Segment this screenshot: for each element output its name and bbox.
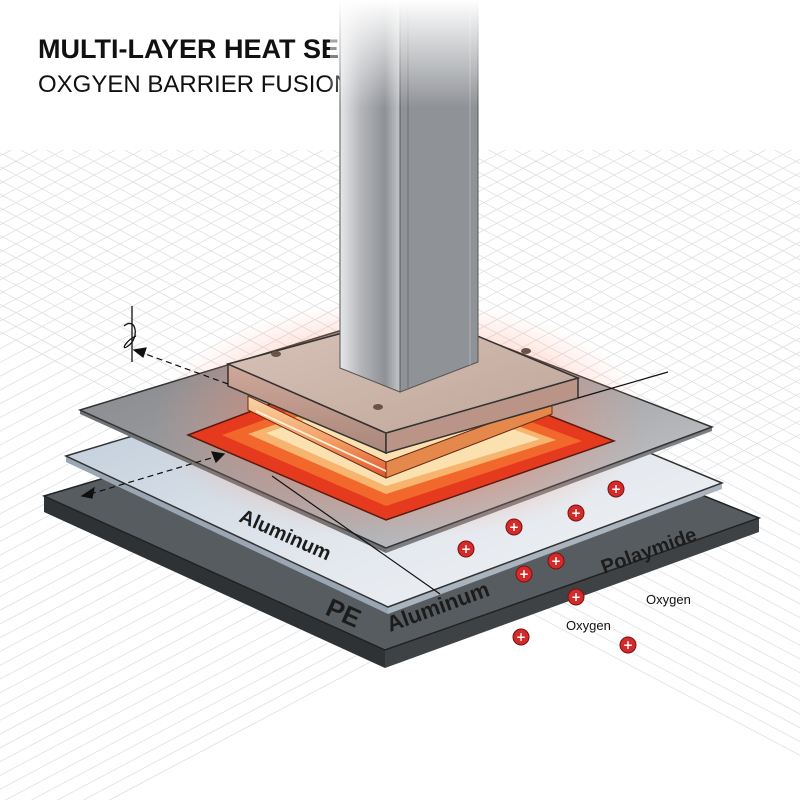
ion-plus-icon: + [515, 565, 533, 583]
direction-arrow-icon [80, 486, 95, 499]
grid-line [353, 119, 800, 357]
grid-line [405, 119, 800, 330]
oxygen-ions: + + + + + + + + + [457, 480, 637, 654]
ion-plus-icon: + [547, 552, 565, 570]
bolt-icon [521, 348, 531, 354]
ion-plus-sign: + [551, 554, 561, 568]
grid-line [327, 119, 800, 371]
grid-line [0, 119, 277, 267]
grid-line [0, 119, 719, 501]
oxygen-label: Oxygen [646, 592, 691, 607]
bolt-icon [373, 404, 383, 410]
grid-line [535, 119, 800, 261]
grid-line [509, 119, 800, 274]
grid-line [0, 119, 433, 350]
grid-line [275, 119, 800, 398]
grid-line [0, 119, 381, 322]
grid-line [0, 119, 537, 405]
ion-plus-icon: + [512, 628, 530, 646]
ion-plus-sign: + [509, 520, 519, 534]
rotation-symbol-icon [123, 306, 137, 362]
diagram-subtitle: OXGYEN BARRIER FUSION [38, 71, 351, 98]
ion-plus-icon: + [567, 504, 585, 522]
ion-plus-sign: + [571, 506, 581, 520]
grid-line [0, 119, 17, 129]
grid-line [0, 119, 771, 529]
grid-line [379, 119, 800, 343]
grid-line [0, 119, 485, 377]
direction-arrows [80, 347, 669, 595]
grid-line [691, 119, 800, 178]
grid-line [483, 119, 800, 288]
grid-line [561, 119, 800, 247]
direction-arrow-icon [132, 347, 147, 358]
grid-line [0, 119, 251, 253]
grid-line [93, 119, 800, 495]
ion-plus-sign: + [571, 590, 581, 604]
ion-plus-sign: + [519, 567, 529, 581]
ion-plus-icon: + [505, 518, 523, 536]
grid-line [41, 119, 800, 522]
bolt-icon [271, 351, 281, 357]
direction-arrow-icon [211, 451, 226, 464]
grid-line [0, 119, 303, 281]
ion-plus-sign: + [623, 638, 633, 652]
grid-line [0, 119, 511, 391]
ion-plus-sign: + [461, 542, 471, 556]
grid-line [0, 119, 355, 308]
grid-line [0, 119, 459, 363]
oxygen-label: Oxygen [566, 618, 611, 633]
grid-line [0, 119, 407, 336]
grid-line [457, 119, 800, 302]
heater-block [247, 395, 553, 479]
ion-plus-sign: + [611, 482, 621, 496]
ion-plus-icon: + [619, 636, 637, 654]
grid-line [301, 119, 800, 385]
grid-line [0, 119, 329, 295]
grid-line [67, 119, 800, 508]
ion-plus-icon: + [607, 480, 625, 498]
ion-plus-icon: + [567, 588, 585, 606]
grid-line [0, 119, 43, 143]
press-column [330, 0, 490, 393]
ion-plus-icon: + [457, 540, 475, 558]
grid-line [0, 119, 745, 515]
ion-plus-sign: + [516, 630, 526, 644]
grid-line [431, 119, 800, 316]
